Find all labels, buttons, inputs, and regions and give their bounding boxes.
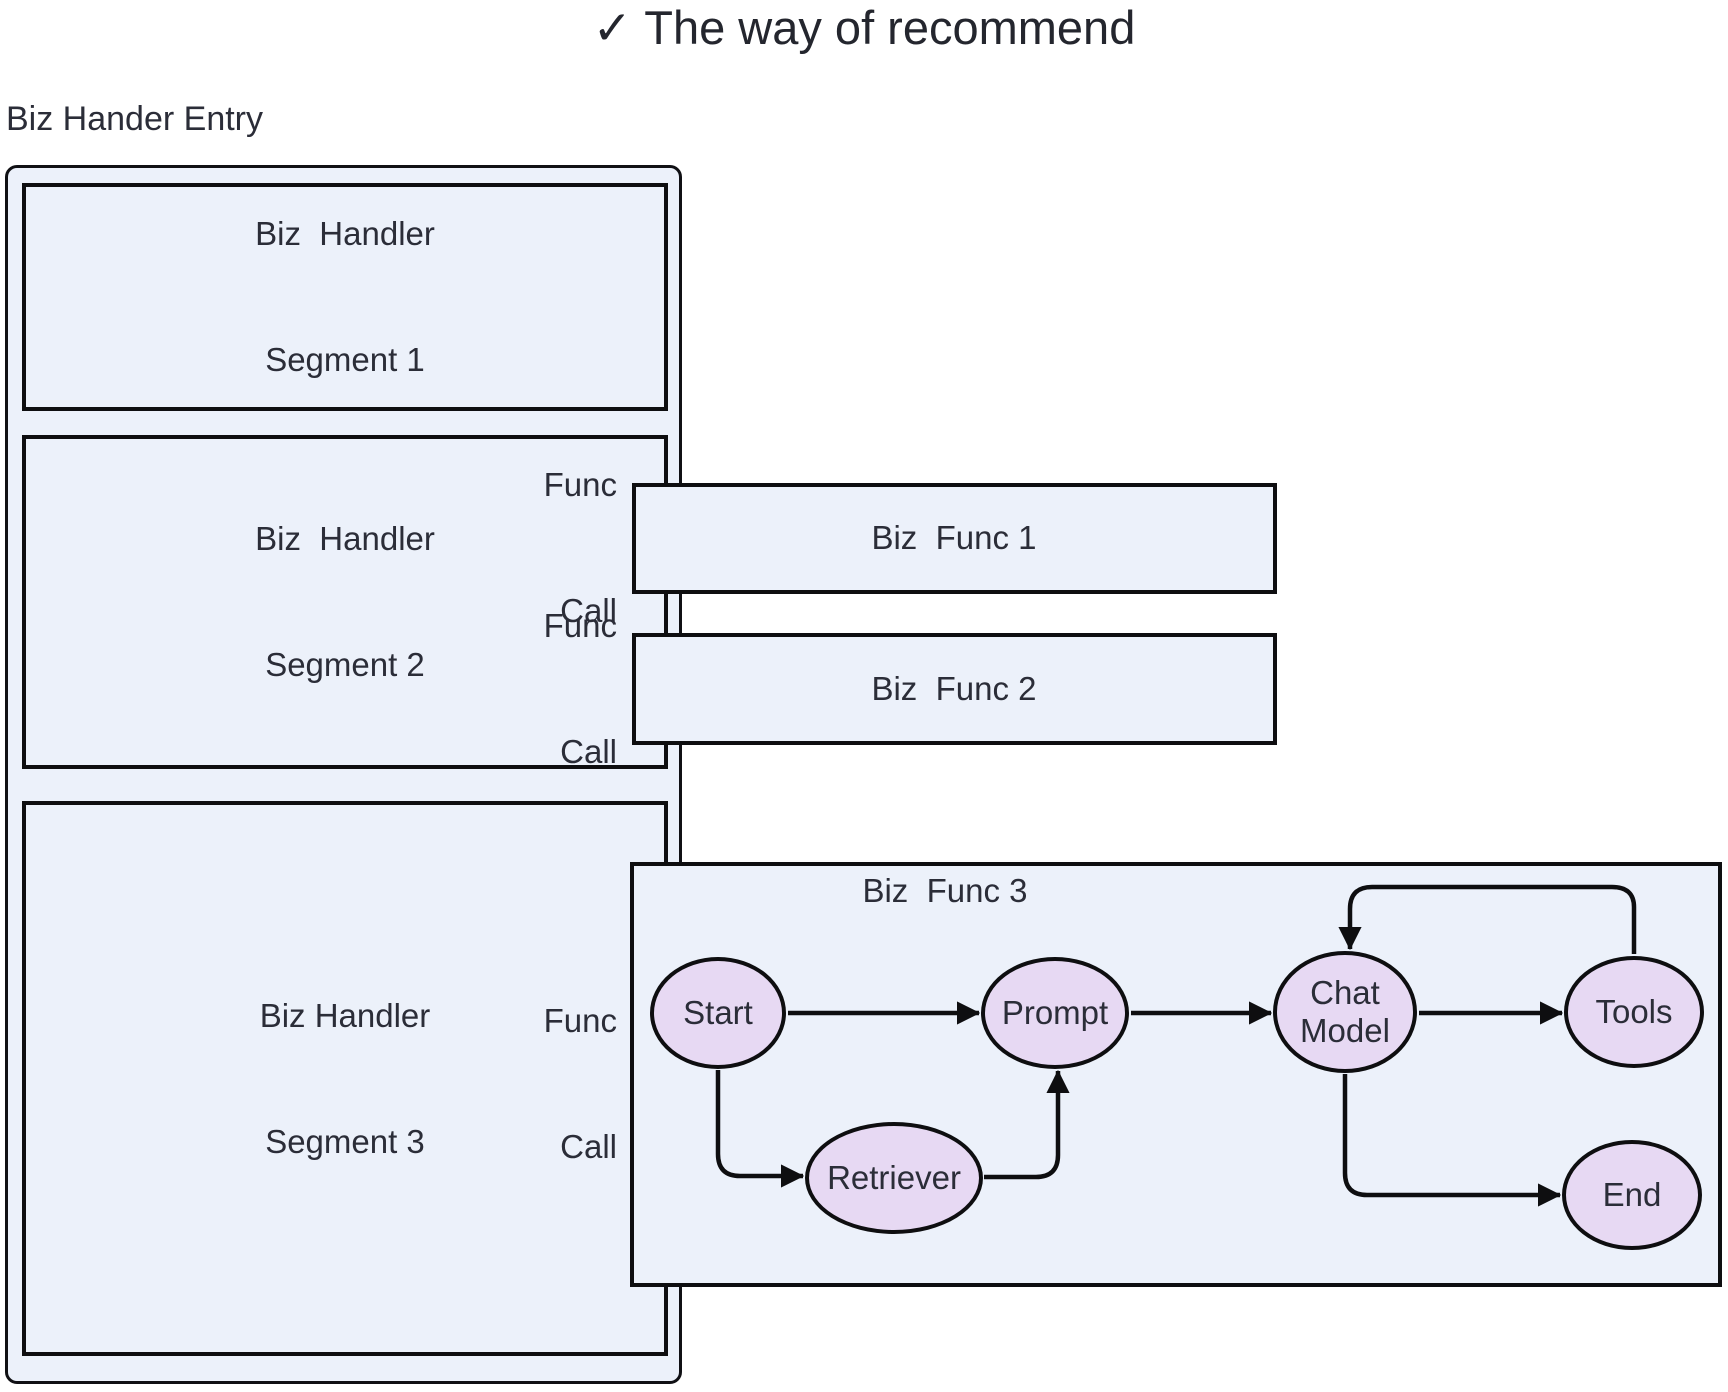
- end-label: End: [1602, 1176, 1662, 1213]
- tools-label: Tools: [1595, 993, 1673, 1030]
- prompt-label: Prompt: [1001, 994, 1109, 1031]
- segment-2-label: Biz Handler Segment 2: [255, 520, 435, 683]
- start-label: Start: [683, 994, 753, 1031]
- func-call-label-2: Func Call: [543, 607, 617, 770]
- segment-box-2: Biz Handler Segment 2: [22, 435, 668, 769]
- flow-node-prompt: Prompt: [981, 957, 1129, 1069]
- biz-func-2-label: Biz Func 2: [871, 670, 1037, 707]
- page-title: ✓ The way of recommend: [592, 1, 1136, 54]
- biz-func-3-label: Biz Func 3: [862, 872, 1028, 909]
- flow-node-end: End: [1562, 1140, 1702, 1250]
- entry-label: Biz Hander Entry: [6, 100, 263, 138]
- func-call-label-3: Func Call: [543, 1002, 617, 1165]
- biz-func-1-box: [632, 483, 1277, 594]
- segment-3-label: Biz Handler Segment 3: [259, 996, 431, 1160]
- biz-func-3-box: [630, 862, 1722, 1287]
- flow-node-chat-model: Chat Model: [1273, 951, 1417, 1073]
- biz-func-2-box: [632, 633, 1277, 745]
- func-call-label-1: Func Call: [543, 466, 617, 629]
- segment-1-label: Biz Handler Segment 1: [255, 215, 435, 378]
- retriever-label: Retriever: [827, 1159, 961, 1196]
- flow-node-tools: Tools: [1564, 956, 1704, 1068]
- biz-func-1-label: Biz Func 1: [871, 519, 1037, 556]
- segment-box-1: Biz Handler Segment 1: [22, 183, 668, 411]
- chat-model-label: Chat Model: [1300, 974, 1390, 1049]
- flow-node-start: Start: [650, 957, 786, 1069]
- flow-node-retriever: Retriever: [805, 1122, 983, 1234]
